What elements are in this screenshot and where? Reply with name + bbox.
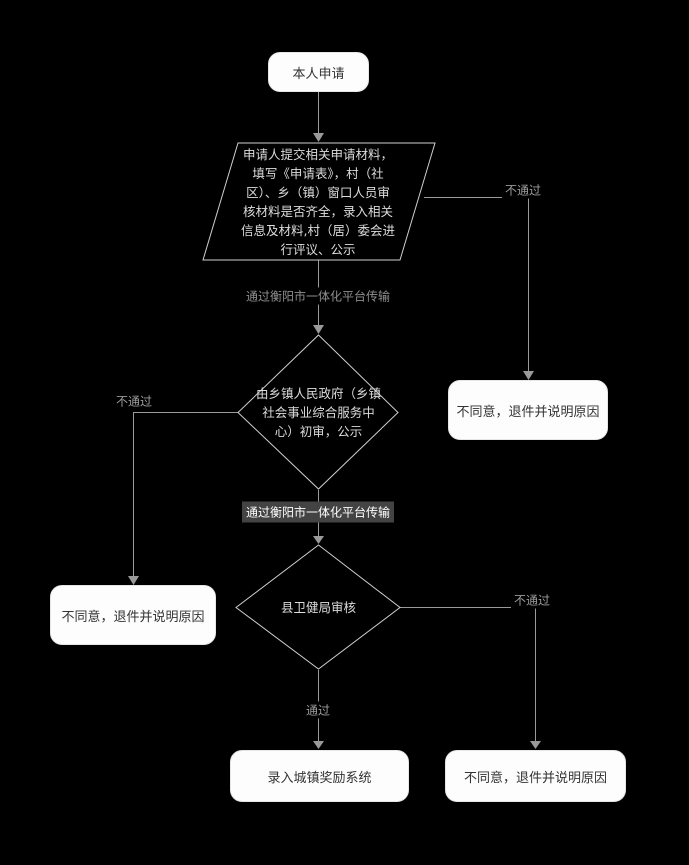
parallelogram-shape <box>202 142 436 261</box>
reject-node-right-bottom: 不同意，退件并说明原因 <box>445 750 626 802</box>
submit-materials-node: 申请人提交相关申请材料， 填写《申请表》，村（社 区）、乡（镇）窗口人员审 核材… <box>241 147 395 257</box>
edge-label-fail-3: 不通过 <box>510 591 554 609</box>
arrowhead-down-icon <box>523 371 534 380</box>
edge-township-fail <box>133 412 238 576</box>
edge-label-pass: 通过 <box>302 701 334 719</box>
start-node: 本人申请 <box>268 52 369 92</box>
final-node: 录入城镇奖励系统 <box>230 750 409 802</box>
diamond-township-shape <box>237 334 399 490</box>
edge-submit-fail <box>424 197 529 371</box>
reject-node-right-top: 不同意，退件并说明原因 <box>448 380 608 440</box>
arrowhead-down-icon <box>313 133 324 142</box>
edge-label-transfer-2: 通过衡阳市一体化平台传输 <box>241 501 395 523</box>
edge-county-fail <box>400 607 536 741</box>
township-review-node: 由乡镇人民政府（乡镇 社会事业综合服务中 心）初审，公示 <box>255 386 381 439</box>
arrowhead-down-icon <box>313 536 324 544</box>
edge-label-transfer-1: 通过衡阳市一体化平台传输 <box>242 287 394 305</box>
diamond-county-shape <box>235 544 401 670</box>
arrowhead-down-icon <box>313 741 324 749</box>
arrowheads <box>128 133 541 749</box>
shape-outlines <box>202 142 436 670</box>
county-review-node: 县卫健局审核 <box>280 599 356 615</box>
arrowhead-down-icon <box>313 325 324 334</box>
edge-label-fail-1: 不通过 <box>501 181 545 199</box>
edge-label-fail-2: 不通过 <box>112 392 156 410</box>
arrowhead-down-icon <box>530 741 541 749</box>
reject-node-left: 不同意，退件并说明原因 <box>50 585 216 645</box>
arrowhead-down-icon <box>128 576 139 585</box>
